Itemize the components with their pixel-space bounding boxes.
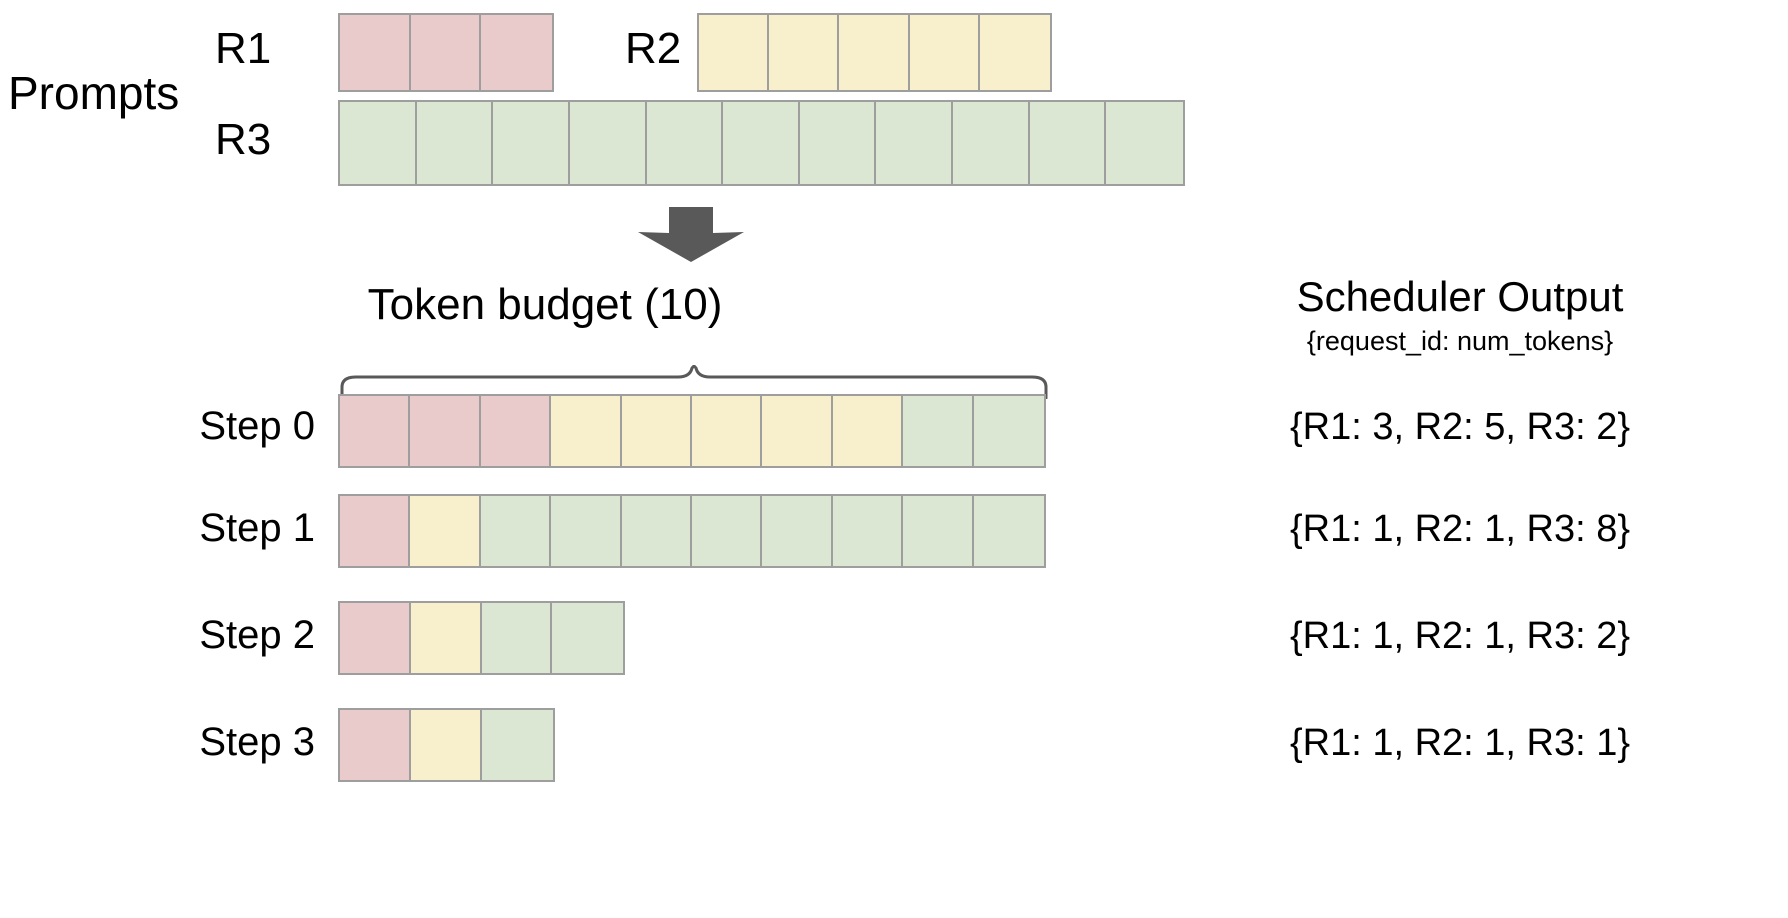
token-cell [340, 15, 411, 90]
token-cell [551, 396, 622, 466]
prompt-bar-r1 [338, 13, 554, 92]
prompt-bar-r2 [697, 13, 1052, 92]
token-cell [699, 15, 770, 90]
prompts-section-label: Prompts [8, 67, 180, 119]
token-cell [876, 102, 953, 184]
token-cell [410, 496, 481, 566]
token-cell [621, 496, 692, 566]
token-cell [340, 102, 417, 184]
step-bar-1 [338, 494, 1046, 568]
token-cell [799, 102, 877, 184]
scheduler-output-subtitle: {request_id: num_tokens} [1306, 326, 1614, 356]
scheduler-output-3: {R1: 1, R2: 1, R3: 1} [1289, 722, 1631, 764]
step-bar-0 [338, 394, 1046, 468]
token-cell [903, 496, 974, 566]
token-cell [762, 496, 833, 566]
scheduler-output-title: Scheduler Output [1296, 273, 1624, 320]
token-cell [691, 396, 763, 466]
token-cell [480, 396, 552, 466]
token-cell [621, 396, 692, 466]
step-bar-3 [338, 708, 555, 782]
token-cell [646, 102, 724, 184]
token-cell [410, 710, 482, 780]
token-budget-label: Token budget (10) [367, 280, 723, 329]
token-cell [832, 396, 904, 466]
token-cell [340, 496, 411, 566]
token-cell [1029, 102, 1107, 184]
token-cell [973, 396, 1044, 466]
token-cell [723, 102, 800, 184]
token-cell [691, 496, 763, 566]
down-block-arrow-icon [636, 207, 746, 267]
token-cell [953, 102, 1030, 184]
step-bar-2 [338, 601, 625, 675]
token-cell [552, 603, 623, 673]
token-cell [410, 603, 482, 673]
token-cell [569, 102, 647, 184]
token-cell [481, 603, 553, 673]
request-label-r3: R3 [215, 115, 272, 164]
token-cell [839, 15, 910, 90]
token-budget-brace-icon [338, 364, 1050, 404]
token-cell [909, 15, 980, 90]
token-cell [493, 102, 570, 184]
token-cell [340, 710, 411, 780]
token-cell [480, 496, 552, 566]
request-label-r1: R1 [215, 24, 272, 73]
token-cell [973, 496, 1044, 566]
token-cell [832, 496, 904, 566]
token-cell [410, 396, 481, 466]
request-label-r2: R2 [625, 24, 682, 73]
prompt-bar-r3 [338, 100, 1185, 186]
scheduler-output-1: {R1: 1, R2: 1, R3: 8} [1289, 508, 1631, 550]
scheduler-output-0: {R1: 3, R2: 5, R3: 2} [1289, 406, 1631, 448]
token-cell [903, 396, 974, 466]
token-cell [416, 102, 494, 184]
token-cell [340, 396, 411, 466]
step-label-0: Step 0 [199, 404, 315, 448]
token-cell [410, 15, 482, 90]
step-label-3: Step 3 [199, 720, 315, 764]
token-cell [769, 15, 840, 90]
token-cell [481, 15, 552, 90]
step-label-1: Step 1 [199, 506, 315, 550]
token-cell [340, 603, 411, 673]
token-cell [762, 396, 833, 466]
token-cell [1106, 102, 1183, 184]
token-cell [481, 710, 553, 780]
token-cell [979, 15, 1050, 90]
step-label-2: Step 2 [199, 613, 315, 657]
token-cell [551, 496, 622, 566]
scheduler-output-2: {R1: 1, R2: 1, R3: 2} [1289, 615, 1631, 657]
